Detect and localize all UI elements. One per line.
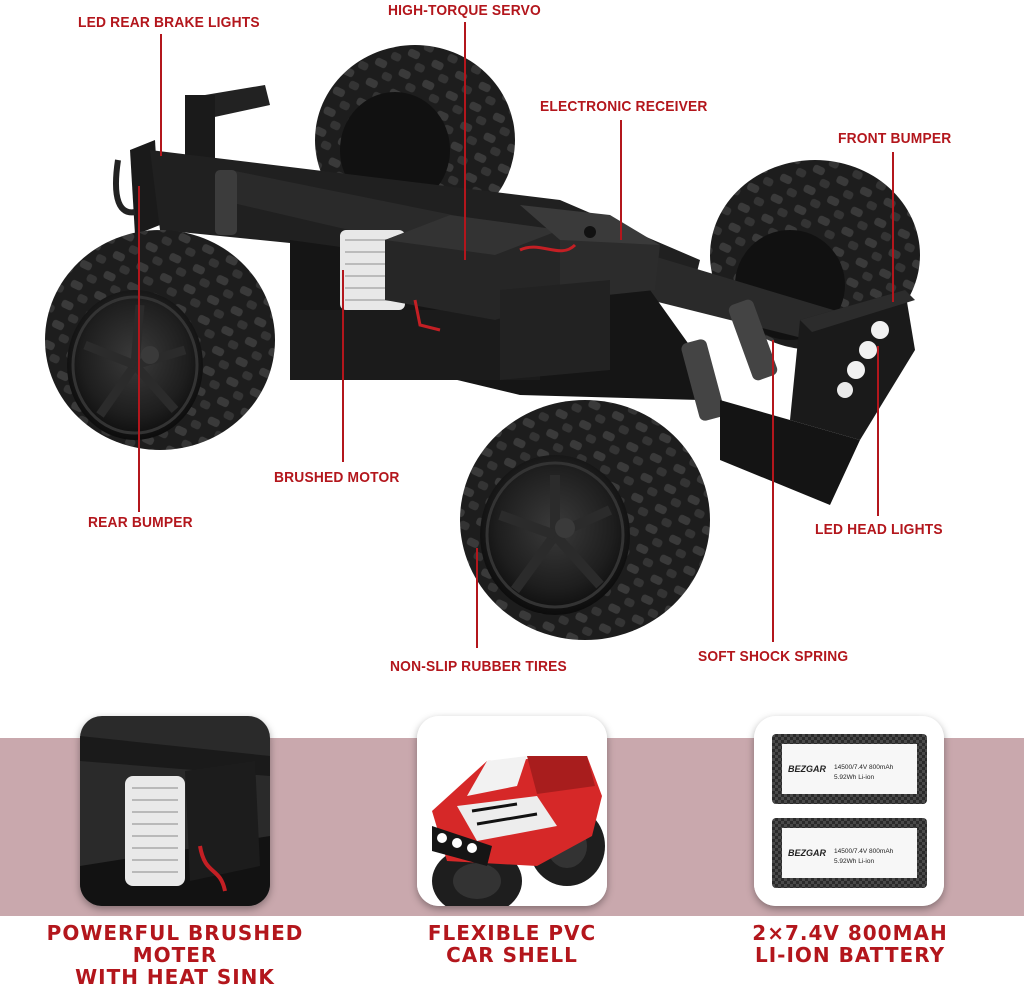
caption-line: FLEXIBLE PVC	[427, 921, 597, 945]
battery-1: BEZGAR 14500/7.4V 800mAh 5.92Wh Li-ion	[772, 734, 927, 804]
feature-caption-motor: POWERFUL BRUSHED MOTER WITH HEAT SINK	[20, 922, 330, 988]
caption-line: LI-ION BATTERY	[755, 943, 945, 967]
leader-rear-bumper	[138, 186, 140, 512]
feature-caption-shell: FLEXIBLE PVC CAR SHELL	[400, 922, 624, 966]
feature-card-shell	[417, 716, 607, 906]
feature-caption-battery: 2×7.4V 800MAH LI-ION BATTERY	[740, 922, 960, 966]
callout-high-torque-servo: HIGH-TORQUE SERVO	[388, 2, 541, 19]
callout-front-bumper: FRONT BUMPER	[838, 130, 952, 147]
caption-line: WITH HEAT SINK	[75, 965, 275, 989]
front-bumper-graphic	[790, 290, 915, 440]
callout-rear-bumper: REAR BUMPER	[88, 514, 193, 531]
leader-soft-shock-spring	[772, 340, 774, 642]
svg-text:14500/7.4V 800mAh: 14500/7.4V 800mAh	[834, 764, 894, 771]
callout-soft-shock-spring: SOFT SHOCK SPRING	[698, 648, 849, 665]
tire-front-left	[460, 400, 710, 640]
caption-line: POWERFUL BRUSHED MOTER	[46, 921, 304, 967]
svg-text:BEZGAR: BEZGAR	[788, 764, 827, 774]
svg-text:BEZGAR: BEZGAR	[788, 848, 827, 858]
feature-card-motor	[80, 716, 270, 906]
leader-non-slip-rubber-tires	[476, 548, 478, 648]
battery-2: BEZGAR 14500/7.4V 800mAh 5.92Wh Li-ion	[772, 818, 927, 888]
leader-led-rear-brake-lights	[160, 34, 162, 156]
svg-text:5.92Wh Li-ion: 5.92Wh Li-ion	[834, 858, 874, 865]
tire-rear-left	[45, 230, 275, 450]
leader-high-torque-servo	[464, 22, 466, 260]
leader-brushed-motor	[342, 270, 344, 462]
caption-line: 2×7.4V 800MAH	[752, 921, 948, 945]
callout-electronic-receiver: ELECTRONIC RECEIVER	[540, 98, 708, 115]
shock-springs	[215, 170, 778, 421]
feature-card-battery: BEZGAR 14500/7.4V 800mAh 5.92Wh Li-ion B…	[754, 716, 944, 906]
svg-text:14500/7.4V 800mAh: 14500/7.4V 800mAh	[834, 848, 894, 855]
svg-text:5.92Wh Li-ion: 5.92Wh Li-ion	[834, 774, 874, 781]
leader-electronic-receiver	[620, 120, 622, 240]
rc-truck-chassis-image	[45, 45, 920, 640]
callout-led-head-lights: LED HEAD LIGHTS	[815, 521, 943, 538]
battery-pack-image: BEZGAR 14500/7.4V 800mAh 5.92Wh Li-ion B…	[754, 716, 944, 906]
callout-non-slip-rubber-tires: NON-SLIP RUBBER TIRES	[390, 658, 567, 675]
leader-led-head-lights	[877, 346, 879, 516]
motor-closeup-image	[80, 716, 270, 906]
callout-led-rear-brake-lights: LED REAR BRAKE LIGHTS	[78, 14, 260, 31]
caption-line: CAR SHELL	[446, 943, 578, 967]
callout-brushed-motor: BRUSHED MOTOR	[274, 469, 400, 486]
leader-front-bumper	[892, 152, 894, 302]
car-shell-image	[417, 716, 607, 906]
